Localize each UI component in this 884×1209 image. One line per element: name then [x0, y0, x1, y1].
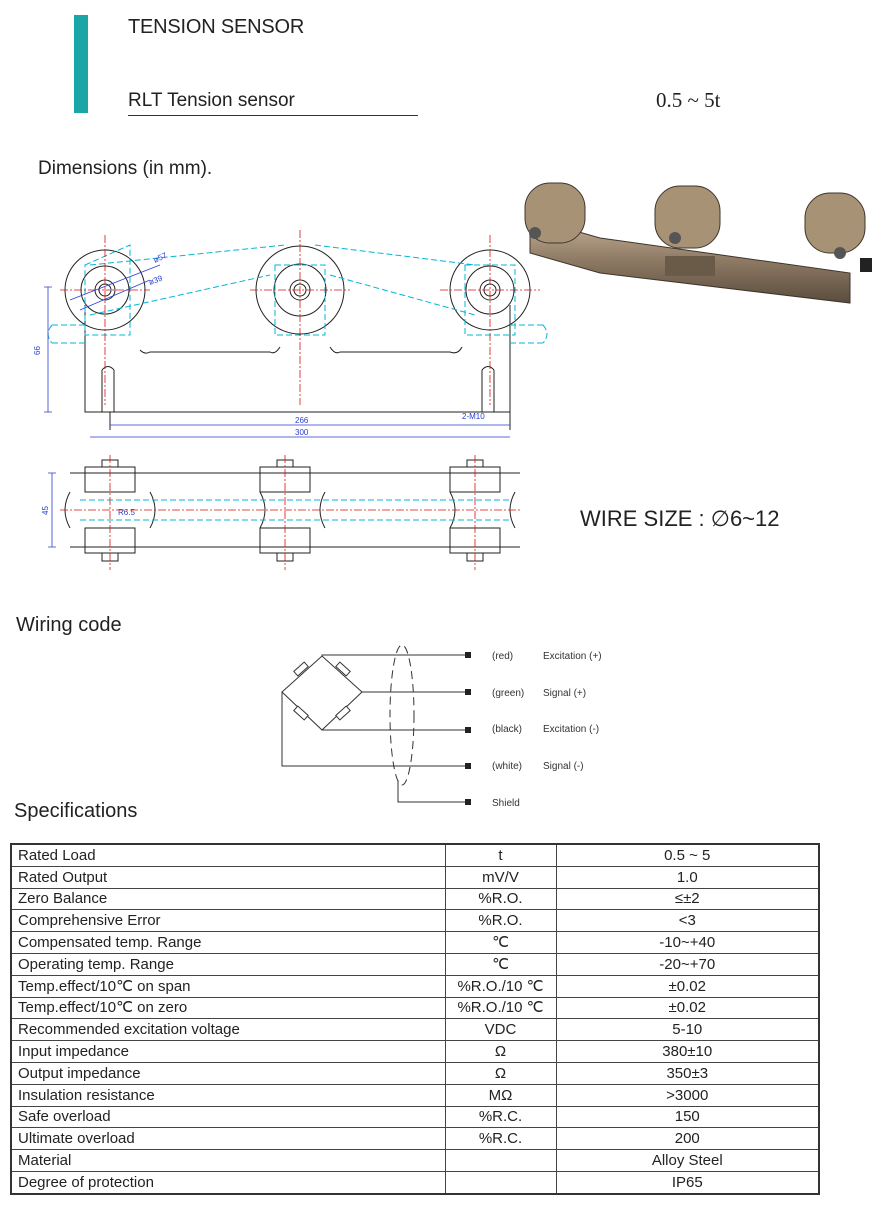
- table-row: Degree of protection IP65: [10, 1170, 820, 1195]
- wire-color-green: (green): [492, 688, 524, 699]
- table-row: Temp.effect/10℃ on span%R.O./10 ℃±0.02: [10, 974, 820, 998]
- dim-h45: 45: [41, 506, 50, 515]
- spec-value: >3000: [555, 1083, 820, 1107]
- specifications-title: Specifications: [14, 800, 138, 822]
- spec-unit: MΩ: [444, 1083, 557, 1107]
- side-view-drawing: 45 R6.5: [41, 455, 520, 570]
- capacity-range: 0.5 ~ 5t: [656, 88, 721, 112]
- spec-unit: %R.O.: [444, 909, 557, 933]
- spec-name: Input impedance: [10, 1040, 446, 1063]
- table-row: Operating temp. Range℃-20~+70: [10, 952, 820, 976]
- spec-unit: Ω: [444, 1040, 557, 1063]
- wire-signal-excitation-minus: Excitation (-): [543, 724, 599, 735]
- spec-unit: ℃: [444, 952, 557, 976]
- spec-value: ±0.02: [555, 996, 820, 1020]
- spec-unit: %R.C.: [444, 1127, 557, 1151]
- wire-signal-excitation-plus: Excitation (+): [543, 651, 602, 662]
- spec-unit: VDC: [444, 1018, 557, 1042]
- dimensions-title: Dimensions (in mm).: [38, 158, 213, 179]
- spec-unit: ℃: [444, 931, 557, 954]
- spec-value: 350±3: [555, 1061, 820, 1085]
- spec-name: Insulation resistance: [10, 1083, 446, 1107]
- table-row: Compensated temp. Range℃-10~+40: [10, 931, 820, 954]
- wire-size-label: WIRE SIZE : ∅6~12: [580, 506, 780, 531]
- spec-name: Degree of protection: [10, 1170, 446, 1195]
- dim-l266: 266: [295, 416, 309, 425]
- spec-name: Material: [10, 1149, 446, 1172]
- spec-name: Zero Balance: [10, 887, 446, 911]
- spec-unit: [444, 1170, 557, 1195]
- table-row: Material Alloy Steel: [10, 1149, 820, 1172]
- spec-unit: %R.O./10 ℃: [444, 974, 557, 998]
- spec-unit: %R.C.: [444, 1105, 557, 1129]
- dim-h66: 66: [33, 346, 42, 355]
- wire-signal-signal-minus: Signal (-): [543, 761, 584, 772]
- spec-unit: %R.O./10 ℃: [444, 996, 557, 1020]
- spec-value: 150: [555, 1105, 820, 1129]
- product-title: RLT Tension sensor: [128, 90, 418, 116]
- table-row: Comprehensive Error%R.O.<3: [10, 909, 820, 933]
- dim-l300: 300: [295, 428, 309, 437]
- spec-name: Rated Load: [10, 843, 446, 867]
- category-title: TENSION SENSOR: [128, 16, 305, 38]
- spec-unit: mV/V: [444, 865, 557, 889]
- spec-value: -20~+70: [555, 952, 820, 976]
- wire-shield: Shield: [492, 798, 520, 809]
- spec-value: IP65: [555, 1170, 820, 1195]
- wiring-title: Wiring code: [16, 614, 122, 636]
- dim-d57: ø57: [152, 251, 169, 265]
- spec-name: Ultimate overload: [10, 1127, 446, 1151]
- spec-value: <3: [555, 909, 820, 933]
- table-row: Safe overload%R.C.150: [10, 1105, 820, 1129]
- product-photo: [524, 182, 872, 304]
- table-row: Zero Balance%R.O.≤±2: [10, 887, 820, 911]
- dim-d39: ø39: [148, 274, 165, 287]
- spec-value: 200: [555, 1127, 820, 1151]
- wire-color-white: (white): [492, 761, 522, 772]
- spec-name: Temp.effect/10℃ on span: [10, 974, 446, 998]
- spec-value: ≤±2: [555, 887, 820, 911]
- spec-value: 1.0: [555, 865, 820, 889]
- wire-color-red: (red): [492, 651, 513, 662]
- spec-name: Safe overload: [10, 1105, 446, 1129]
- dim-r65: R6.5: [118, 508, 135, 517]
- spec-value: Alloy Steel: [555, 1149, 820, 1172]
- wire-signal-signal-plus: Signal (+): [543, 688, 586, 699]
- spec-unit: t: [444, 843, 557, 867]
- spec-name: Comprehensive Error: [10, 909, 446, 933]
- spec-name: Output impedance: [10, 1061, 446, 1085]
- spec-value: ±0.02: [555, 974, 820, 998]
- spec-name: Recommended excitation voltage: [10, 1018, 446, 1042]
- table-row: Ultimate overload%R.C.200: [10, 1127, 820, 1151]
- accent-bar: [74, 15, 88, 113]
- front-view-drawing: ø57 ø39 66 266 300 2-M10: [33, 230, 548, 438]
- dim-hole: 2-M10: [462, 412, 485, 421]
- wiring-diagram: (red) Excitation (+) (green) Signal (+) …: [281, 644, 602, 809]
- spec-unit: %R.O.: [444, 887, 557, 911]
- wire-color-black: (black): [492, 724, 522, 735]
- spec-value: 380±10: [555, 1040, 820, 1063]
- table-row: Temp.effect/10℃ on zero%R.O./10 ℃±0.02: [10, 996, 820, 1020]
- spec-unit: Ω: [444, 1061, 557, 1085]
- spec-value: 0.5 ~ 5: [555, 843, 820, 867]
- spec-name: Compensated temp. Range: [10, 931, 446, 954]
- spec-name: Operating temp. Range: [10, 952, 446, 976]
- spec-name: Temp.effect/10℃ on zero: [10, 996, 446, 1020]
- spec-value: -10~+40: [555, 931, 820, 954]
- spec-name: Rated Output: [10, 865, 446, 889]
- spec-value: 5-10: [555, 1018, 820, 1042]
- spec-unit: [444, 1149, 557, 1172]
